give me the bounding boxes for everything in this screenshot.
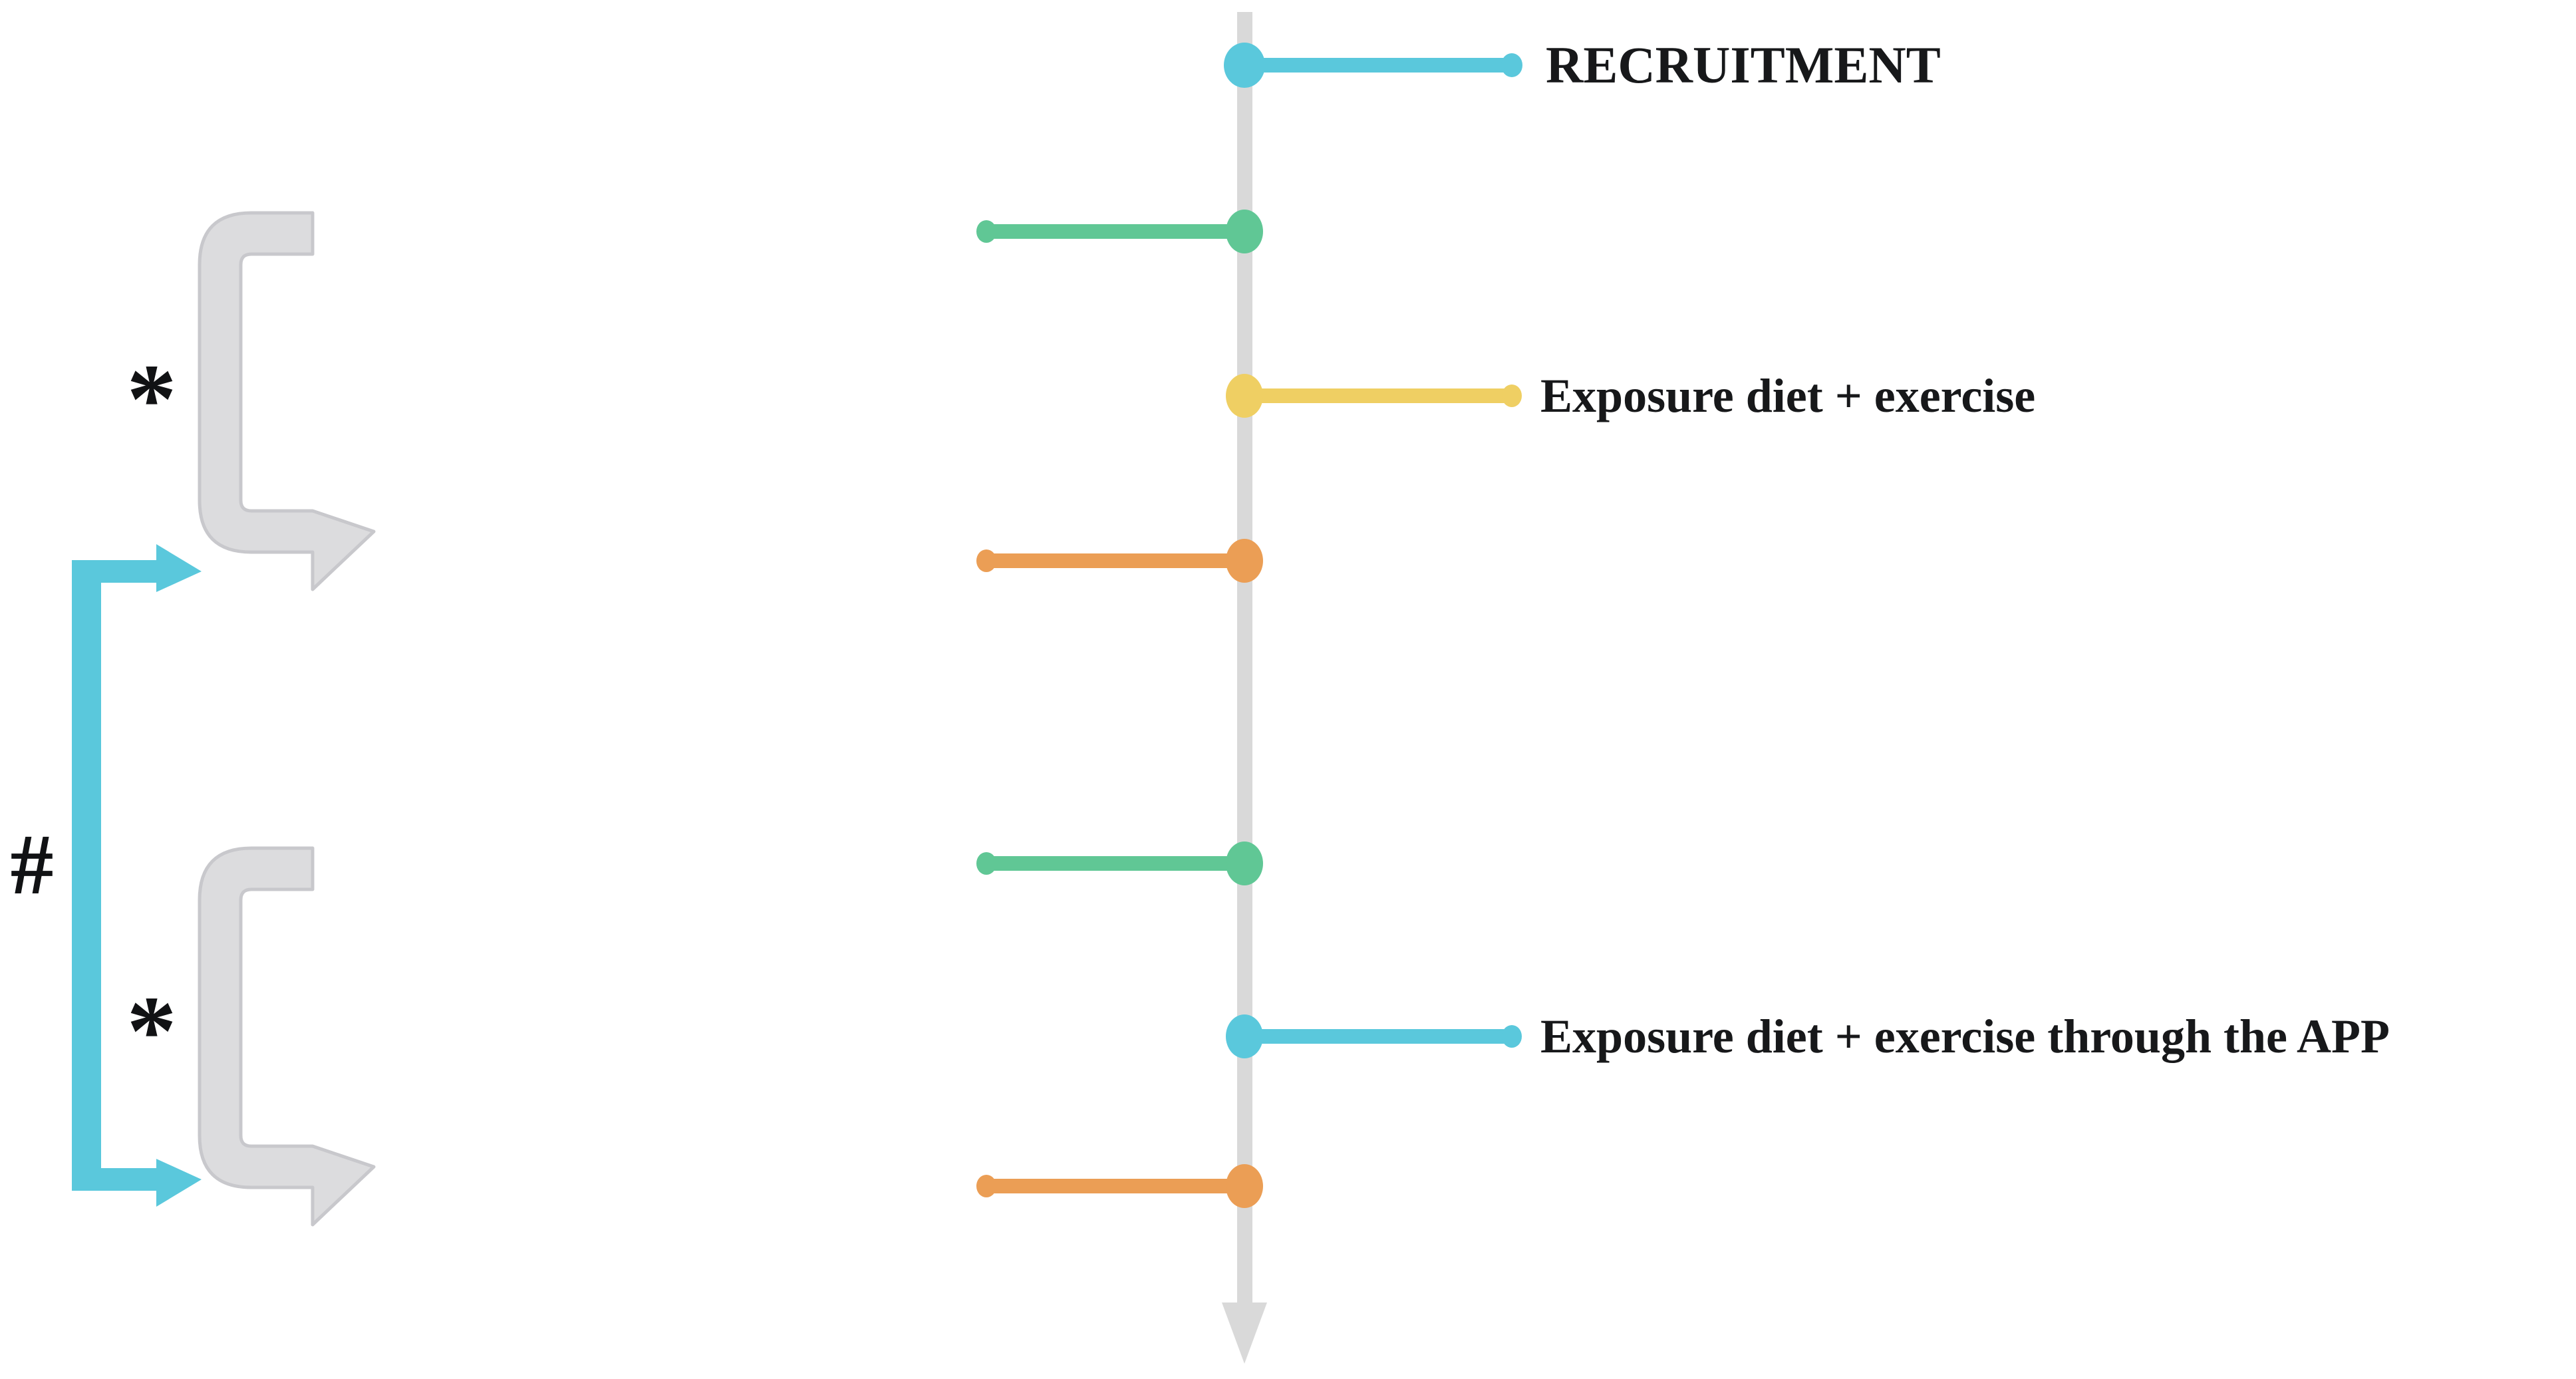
connector-endcap-exposure-diet-exercise [1502, 384, 1522, 407]
grey-curved-arrow-app [198, 846, 376, 1227]
timeline-node-initial-assessment-app[interactable] [1226, 842, 1263, 885]
connector-bar-initial-assessment-app [986, 856, 1244, 871]
connector-endcap-initial-assessment-ctrl [976, 220, 996, 243]
timeline-axis-shaft [1236, 12, 1252, 1302]
event-label-exposure-diet-exercise: Exposure diet + exercise [1540, 369, 2036, 422]
event-label-recruitment: RECRUITMENT [1546, 36, 1941, 94]
annotation-asterisk-top: * [126, 344, 177, 454]
timeline-node-final-assessment[interactable] [1226, 1164, 1263, 1208]
connector-bar-final-assessment [986, 1179, 1244, 1193]
annotation-asterisk-bottom: * [126, 976, 177, 1086]
timeline-node-primary-outcomes[interactable] [1226, 539, 1263, 583]
timeline-node-recruitment[interactable] [1224, 43, 1265, 88]
event-label-exposure-through-app: Exposure diet + exercise through the APP [1540, 1010, 2390, 1063]
timeline-node-exposure-diet-exercise[interactable] [1226, 374, 1263, 418]
connector-endcap-final-assessment [976, 1175, 996, 1197]
cyan-double-arrow-crossover [72, 544, 202, 1207]
connector-endcap-primary-outcomes [976, 549, 996, 572]
timeline-node-exposure-through-app[interactable] [1226, 1014, 1263, 1058]
timeline-axis-arrowhead [1222, 1302, 1267, 1364]
connector-bar-exposure-through-app [1244, 1029, 1512, 1044]
connector-endcap-recruitment [1501, 53, 1522, 77]
connector-endcap-initial-assessment-app [976, 852, 996, 875]
connector-bar-recruitment [1244, 58, 1512, 73]
timeline-node-initial-assessment-ctrl[interactable] [1226, 210, 1263, 253]
annotation-hash-crossover: # [10, 817, 54, 913]
connector-bar-initial-assessment-ctrl [986, 224, 1244, 239]
connector-bar-primary-outcomes [986, 553, 1244, 568]
connector-endcap-exposure-through-app [1502, 1025, 1522, 1048]
connector-bar-exposure-diet-exercise [1244, 388, 1512, 403]
grey-curved-arrow-ctrl [198, 211, 376, 591]
